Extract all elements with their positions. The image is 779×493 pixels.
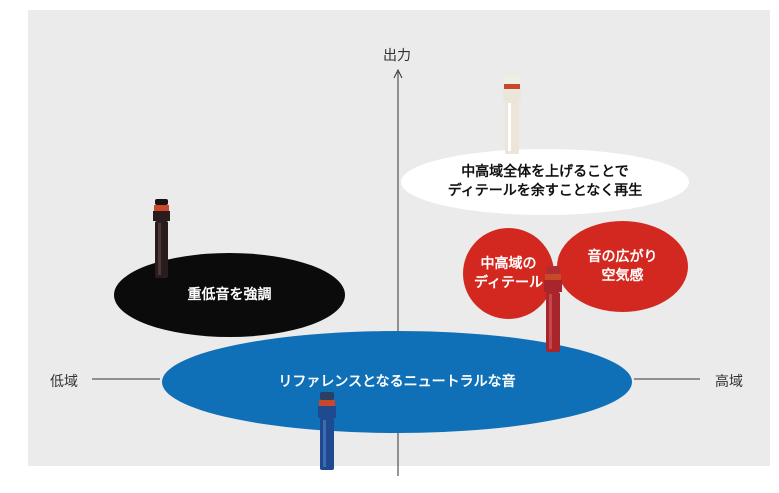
x-axis-right-label: 高域 [715, 374, 743, 390]
blue-filter-icon [318, 392, 336, 470]
spatial-zone: 音の広がり 空気感 [557, 221, 688, 312]
y-axis-arrow-icon [393, 68, 403, 79]
black-filter-icon [153, 199, 170, 278]
reference-zone-label: リファレンスとなるニュートラルな音 [278, 373, 516, 390]
mid-high-zone: 中高域全体を上げることで ディテールを余すことなく再生 [401, 149, 689, 215]
bass-zone: 重低音を強調 [114, 253, 345, 337]
x-axis-left-label: 低域 [50, 374, 78, 390]
mid-high-zone-label: 中高域全体を上げることで ディテールを余すことなく再生 [447, 164, 643, 199]
mid-high-detail-zone-label: 中高域の ディテール [473, 255, 544, 291]
spatial-zone-label: 音の広がり 空気感 [587, 248, 658, 284]
y-axis-label: 出力 [383, 48, 411, 64]
red-filter-icon [544, 266, 562, 352]
bass-zone-label: 重低音を強調 [187, 286, 272, 303]
white-filter-icon [503, 76, 521, 154]
mid-high-detail-zone: 中高域の ディテール [463, 228, 554, 319]
